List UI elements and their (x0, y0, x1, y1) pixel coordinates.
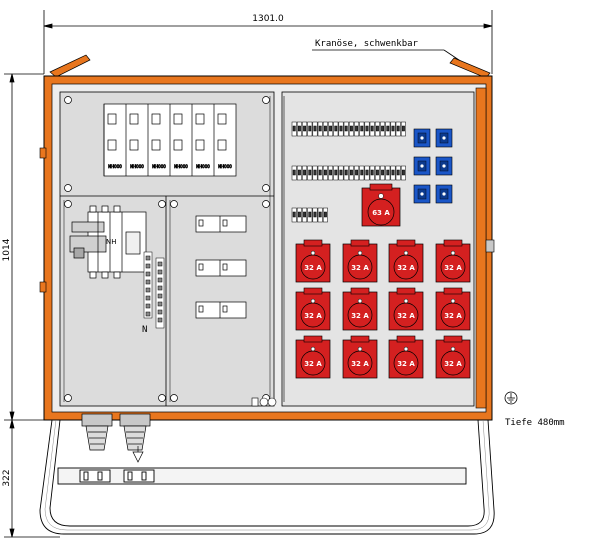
terminal (145, 303, 151, 309)
socket-32a: 32 A (295, 335, 331, 379)
socket-63a-label: 63 A (372, 209, 390, 217)
terminal (145, 271, 151, 277)
door-lock (485, 239, 495, 253)
nh-fuse-block: NH000 NH000 NH000 NH000 NH000 NH000 (103, 103, 237, 177)
socket-63a: 63 A (361, 183, 401, 227)
fuse-window (107, 113, 117, 125)
socket-32a: 32 A (342, 239, 378, 283)
terminal (145, 255, 151, 261)
crane-eye-label: Kranöse, schwenkbar (315, 39, 419, 49)
terminal (157, 261, 163, 267)
frame-height-label: 322 (2, 469, 12, 486)
socket-32a: 32 A (295, 239, 331, 283)
socket-32a: 32 A (388, 335, 424, 379)
socket-32a: 32 A (435, 287, 471, 331)
fuse-label: NH000 (130, 164, 144, 169)
socket-32a: 32 A (435, 239, 471, 283)
socket-32a-label: 32 A (351, 312, 369, 320)
fuse-window (107, 139, 117, 151)
socket-32a: 32 A (388, 239, 424, 283)
terminal (157, 317, 163, 323)
sockets-32a-grid: 32 A 32 A 32 A 32 A 32 A 32 A 32 A 32 A 32 A 32 A… (295, 239, 471, 379)
door-edge-right (475, 87, 487, 409)
terminal (145, 311, 151, 317)
fuse-label: NH000 (218, 164, 232, 169)
socket-32a-label: 32 A (304, 312, 322, 320)
terminal (157, 285, 163, 291)
bottom-hinge (251, 397, 277, 407)
width-dimension (43, 10, 493, 74)
depth-label: Tiefe 480mm (505, 418, 565, 428)
terminal (145, 263, 151, 269)
terminal (145, 295, 151, 301)
breakers-middle (195, 215, 247, 319)
socket-32a-label: 32 A (304, 264, 322, 272)
height-dimension (4, 73, 60, 538)
terminal (145, 287, 151, 293)
width-dimension-label: 1301.0 (252, 14, 284, 24)
crane-eye-right (449, 57, 491, 79)
main-switch (69, 205, 147, 279)
fuse-window (173, 113, 183, 125)
socket-32a: 32 A (342, 287, 378, 331)
fuse-window (129, 139, 139, 151)
terminal (157, 309, 163, 315)
fuse-label: NH000 (196, 164, 210, 169)
blue-sockets (413, 128, 453, 204)
socket-32a-label: 32 A (397, 360, 415, 368)
socket-32a-label: 32 A (444, 264, 462, 272)
fuse-window (129, 113, 139, 125)
cable-glands (81, 413, 151, 451)
socket-32a-label: 32 A (397, 312, 415, 320)
socket-32a-label: 32 A (444, 312, 462, 320)
fuse-window (151, 113, 161, 125)
neutral-label: N (142, 325, 147, 335)
terminal (145, 279, 151, 285)
fuse-window (173, 139, 183, 151)
socket-32a-label: 32 A (351, 360, 369, 368)
socket-32a: 32 A (388, 287, 424, 331)
hinge-left-top (39, 147, 47, 159)
mcb-rows (291, 121, 406, 223)
fuse-label: NH000 (152, 164, 166, 169)
socket-32a: 32 A (342, 335, 378, 379)
terminal-strip (143, 251, 165, 329)
hinge-left-bottom (39, 281, 47, 293)
socket-32a-label: 32 A (397, 264, 415, 272)
terminal (157, 277, 163, 283)
terminal (157, 293, 163, 299)
earth-icon (504, 391, 518, 405)
terminal (157, 269, 163, 275)
fuse-window (217, 113, 227, 125)
socket-32a-label: 32 A (444, 360, 462, 368)
fuse-window (151, 139, 161, 151)
nh-label: NH (106, 238, 117, 246)
fuse-window (195, 113, 205, 125)
socket-32a: 32 A (295, 287, 331, 331)
earth-arrow (132, 446, 144, 463)
crane-eye-left (49, 54, 91, 78)
socket-32a: 32 A (435, 335, 471, 379)
fuse-label: NH000 (108, 164, 122, 169)
skid-frame (39, 419, 495, 535)
fuse-window (195, 139, 205, 151)
socket-32a-label: 32 A (351, 264, 369, 272)
socket-32a-label: 32 A (304, 360, 322, 368)
fuse-window (217, 139, 227, 151)
height-dimension-label: 1014 (2, 238, 12, 261)
fuse-label: NH000 (174, 164, 188, 169)
terminal (157, 301, 163, 307)
